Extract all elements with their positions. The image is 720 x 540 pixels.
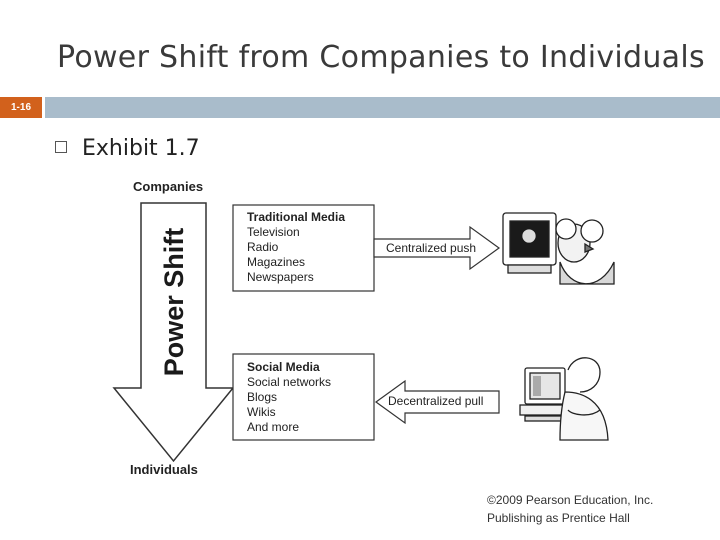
centralized-push-arrow: [373, 225, 501, 271]
publisher-line: Publishing as Prentice Hall: [487, 511, 630, 525]
social-item: Social networks: [247, 375, 331, 389]
traditional-item: Television: [247, 225, 300, 239]
bullet-square-icon: [55, 141, 67, 153]
title-divider-band: [45, 97, 720, 118]
tv-viewers-illustration: [502, 212, 615, 285]
traditional-item: Magazines: [247, 255, 305, 269]
social-item: And more: [247, 420, 299, 434]
slide-title: Power Shift from Companies to Individual…: [57, 40, 705, 75]
traditional-media-box: [232, 204, 375, 292]
social-item: Wikis: [247, 405, 276, 419]
bullet-text: Exhibit 1.7: [82, 136, 200, 161]
social-media-heading: Social Media: [247, 360, 320, 374]
centralized-push-label: Centralized push: [386, 241, 476, 255]
slide-number: 1-16: [0, 97, 42, 118]
copyright-line: ©2009 Pearson Education, Inc.: [487, 493, 654, 507]
decentralized-pull-label: Decentralized pull: [388, 394, 483, 408]
companies-label: Companies: [133, 179, 203, 194]
traditional-media-heading: Traditional Media: [247, 210, 345, 224]
computer-user-illustration: [519, 357, 609, 441]
social-media-box: [232, 353, 375, 441]
individuals-label: Individuals: [130, 462, 198, 477]
power-shift-arrow: [112, 202, 235, 463]
social-item: Blogs: [247, 390, 277, 404]
traditional-item: Newspapers: [247, 270, 314, 284]
decentralized-pull-arrow: [374, 379, 500, 425]
copyright-notice: ©2009 Pearson Education, Inc. Publishing…: [487, 491, 653, 527]
traditional-item: Radio: [247, 240, 279, 254]
power-shift-label: Power Shift: [159, 228, 189, 377]
